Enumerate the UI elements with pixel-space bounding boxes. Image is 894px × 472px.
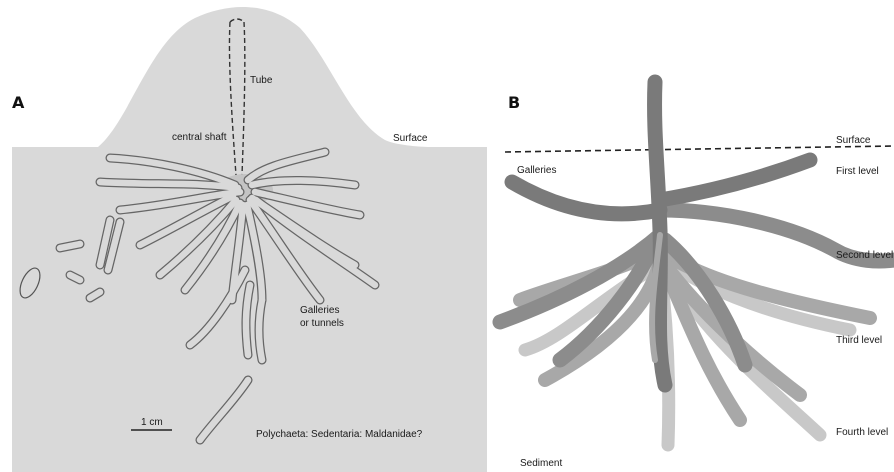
panel-letter-a: A	[12, 93, 25, 112]
panel-b: B Surface Galleries First level Second l…	[500, 82, 894, 469]
surface-line	[505, 146, 894, 152]
label-galleries-a1: Galleries	[300, 305, 339, 316]
label-first-level: First level	[836, 166, 879, 177]
panel-letter-b: B	[508, 93, 520, 112]
label-sediment: Sediment	[520, 458, 562, 469]
label-fourth-level: Fourth level	[836, 427, 888, 438]
label-scale: 1 cm	[141, 417, 163, 428]
label-surface-b: Surface	[836, 135, 871, 146]
label-second-level: Second level	[836, 250, 893, 261]
label-taxon: Polychaeta: Sedentaria: Maldanidae?	[256, 429, 423, 440]
label-third-level: Third level	[836, 335, 882, 346]
label-central-shaft: central shaft	[172, 132, 227, 143]
label-galleries-a2: or tunnels	[300, 318, 344, 329]
label-galleries-b: Galleries	[517, 165, 556, 176]
panel-a: A Tube central shaft Surface Galleries o…	[12, 7, 487, 472]
label-tube: Tube	[250, 75, 273, 86]
label-surface-a: Surface	[393, 133, 428, 144]
